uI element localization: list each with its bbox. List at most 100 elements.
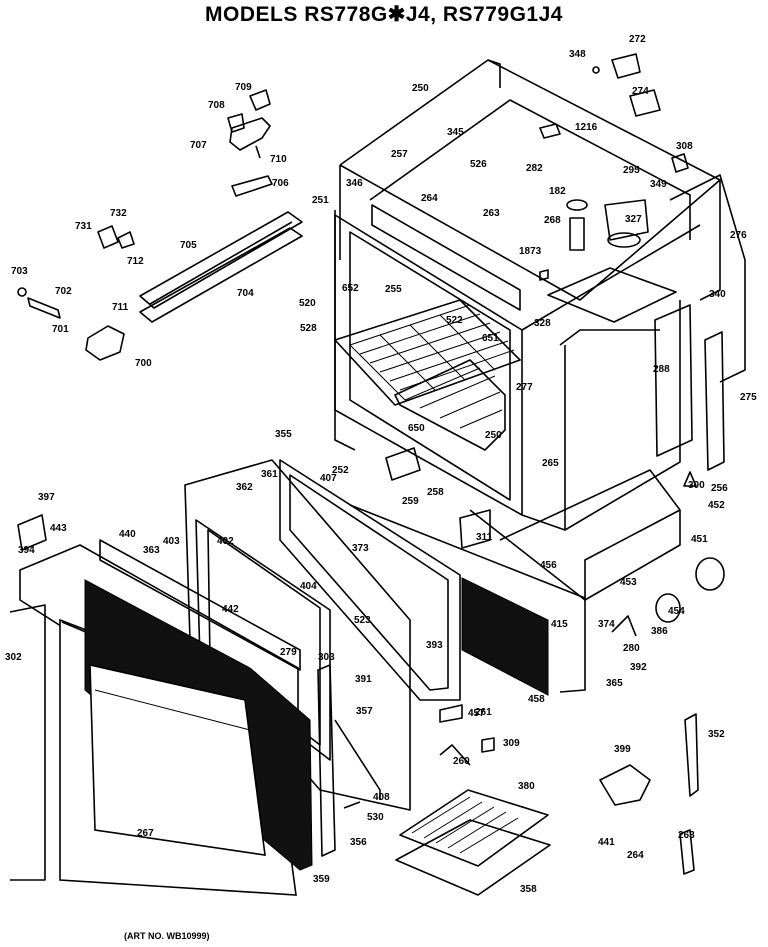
callout-363: 363 bbox=[143, 545, 160, 556]
callout-709: 709 bbox=[235, 82, 252, 93]
callout-267: 267 bbox=[137, 828, 154, 839]
callout-705: 705 bbox=[180, 240, 197, 251]
callout-651: 651 bbox=[482, 333, 499, 344]
callout-441: 441 bbox=[598, 837, 615, 848]
callout-268: 268 bbox=[544, 215, 561, 226]
diagram-title: MODELS RS778G✱J4, RS779G1J4 bbox=[205, 3, 563, 26]
callout-374: 374 bbox=[598, 619, 615, 630]
art-number-label: (ART NO. WB10999) bbox=[124, 931, 210, 941]
callout-453: 453 bbox=[620, 577, 637, 588]
callout-252: 252 bbox=[332, 465, 349, 476]
callout-346: 346 bbox=[346, 178, 363, 189]
callout-731: 731 bbox=[75, 221, 92, 232]
callout-454: 454 bbox=[668, 606, 685, 617]
callout-359: 359 bbox=[313, 874, 330, 885]
callout-530: 530 bbox=[367, 812, 384, 823]
callout-250: 250 bbox=[412, 83, 429, 94]
callout-415: 415 bbox=[551, 619, 568, 630]
callout-707: 707 bbox=[190, 140, 207, 151]
callout-265: 265 bbox=[542, 458, 559, 469]
callout-357: 357 bbox=[356, 706, 373, 717]
callout-362: 362 bbox=[236, 482, 253, 493]
callout-349: 349 bbox=[650, 179, 667, 190]
callout-522: 522 bbox=[446, 315, 463, 326]
callout-520: 520 bbox=[299, 298, 316, 309]
callout-256: 256 bbox=[711, 483, 728, 494]
callout-1216: 1216 bbox=[575, 122, 598, 133]
door-window-glass bbox=[461, 577, 549, 696]
callout-352: 352 bbox=[708, 729, 725, 740]
callout-250: 250 bbox=[485, 430, 502, 441]
callout-302: 302 bbox=[5, 652, 22, 663]
callout-711: 711 bbox=[112, 302, 129, 313]
callout-264: 264 bbox=[421, 193, 438, 204]
hinge-bracket-assembly bbox=[17, 89, 303, 361]
callout-650: 650 bbox=[408, 423, 425, 434]
callout-404: 404 bbox=[300, 581, 317, 592]
door-hinge bbox=[317, 664, 381, 857]
callout-701: 701 bbox=[52, 324, 69, 335]
callout-526: 526 bbox=[470, 159, 487, 170]
callout-259: 259 bbox=[402, 496, 419, 507]
callout-706: 706 bbox=[272, 178, 289, 189]
oven-cabinet bbox=[334, 59, 721, 531]
callout-408: 408 bbox=[373, 792, 390, 803]
callout-392: 392 bbox=[630, 662, 647, 673]
callout-528: 528 bbox=[300, 323, 317, 334]
broiler-pan bbox=[395, 789, 551, 896]
callout-258: 258 bbox=[427, 487, 444, 498]
callout-652: 652 bbox=[342, 283, 359, 294]
callout-391: 391 bbox=[355, 674, 372, 685]
callout-251: 251 bbox=[312, 195, 329, 206]
callout-263: 263 bbox=[483, 208, 500, 219]
callout-442: 442 bbox=[222, 604, 239, 615]
callout-348: 348 bbox=[569, 49, 586, 60]
callout-451: 451 bbox=[691, 534, 708, 545]
callout-308: 308 bbox=[676, 141, 693, 152]
callout-280: 280 bbox=[623, 643, 640, 654]
callout-282: 282 bbox=[526, 163, 543, 174]
callout-340: 340 bbox=[709, 289, 726, 300]
side-panels bbox=[566, 174, 746, 471]
callout-361: 361 bbox=[261, 469, 278, 480]
callout-732: 732 bbox=[110, 208, 127, 219]
callout-358: 358 bbox=[520, 884, 537, 895]
callout-279: 279 bbox=[280, 647, 297, 658]
callout-440: 440 bbox=[119, 529, 136, 540]
callout-276: 276 bbox=[730, 230, 747, 241]
callout-708: 708 bbox=[208, 100, 225, 111]
callout-365: 365 bbox=[606, 678, 623, 689]
callout-702: 702 bbox=[55, 286, 72, 297]
callout-403: 403 bbox=[163, 536, 180, 547]
callout-373: 373 bbox=[352, 543, 369, 554]
callout-356: 356 bbox=[350, 837, 367, 848]
callout-386: 386 bbox=[651, 626, 668, 637]
callout-300: 300 bbox=[688, 480, 705, 491]
callout-261: 261 bbox=[475, 707, 492, 718]
callout-255: 255 bbox=[385, 284, 402, 295]
callout-303: 303 bbox=[318, 652, 335, 663]
callout-311: 311 bbox=[476, 532, 493, 543]
callout-710: 710 bbox=[270, 154, 287, 165]
callout-393: 393 bbox=[426, 640, 443, 651]
callout-257: 257 bbox=[391, 149, 408, 160]
callout-275: 275 bbox=[740, 392, 757, 403]
oven-rack bbox=[334, 299, 521, 406]
callout-407: 407 bbox=[320, 473, 337, 484]
callout-260: 260 bbox=[453, 756, 470, 767]
callout-394: 394 bbox=[18, 545, 35, 556]
callout-700: 700 bbox=[135, 358, 152, 369]
callout-264: 264 bbox=[627, 850, 644, 861]
callout-457: 457 bbox=[468, 708, 485, 719]
callout-456: 456 bbox=[540, 560, 557, 571]
callout-523: 523 bbox=[354, 615, 371, 626]
callout-452: 452 bbox=[708, 500, 725, 511]
callout-399: 399 bbox=[614, 744, 631, 755]
callout-712: 712 bbox=[127, 256, 144, 267]
callout-288: 288 bbox=[653, 364, 670, 375]
callout-703: 703 bbox=[11, 266, 28, 277]
callout-458: 458 bbox=[528, 694, 545, 705]
callout-295: 295 bbox=[623, 165, 640, 176]
callout-274: 274 bbox=[632, 86, 649, 97]
